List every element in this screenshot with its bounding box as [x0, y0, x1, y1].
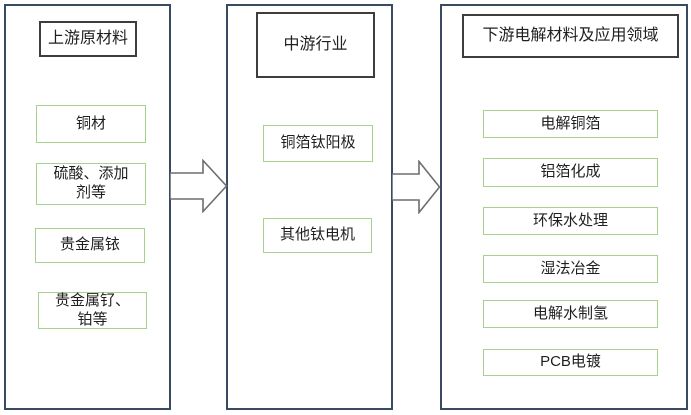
downstream-item-water-electrolysis-hydrogen: 电解水制氢	[483, 300, 658, 328]
upstream-item-copper: 铜材	[36, 105, 146, 143]
upstream-title: 上游原材料	[39, 21, 137, 57]
downstream-item-hydrometallurgy: 湿法冶金	[483, 255, 658, 283]
upstream-item-ruthenium-platinum: 贵金属钌、 铂等	[38, 292, 147, 329]
downstream-item-environmental-water-treatment: 环保水处理	[483, 207, 658, 235]
upstream-item-sulfuric-acid-additives: 硫酸、添加 剂等	[36, 163, 146, 205]
downstream-title: 下游电解材料及应用领域	[462, 14, 679, 58]
midstream-item-other-titanium-electrodes: 其他钛电机	[263, 218, 372, 253]
flow-arrow-midstream-to-downstream-icon	[392, 160, 441, 214]
midstream-title: 中游行业	[256, 12, 375, 78]
upstream-panel	[4, 4, 171, 410]
flow-arrow-upstream-to-midstream-icon	[170, 159, 228, 213]
downstream-item-aluminum-foil-formation: 铝箔化成	[483, 158, 658, 187]
downstream-item-electrolytic-copper-foil: 电解铜箔	[483, 110, 658, 138]
midstream-item-copper-foil-titanium-anode: 铜箔钛阳极	[263, 125, 373, 162]
upstream-item-iridium: 贵金属铱	[35, 228, 145, 263]
downstream-item-pcb-plating: PCB电镀	[483, 349, 658, 376]
